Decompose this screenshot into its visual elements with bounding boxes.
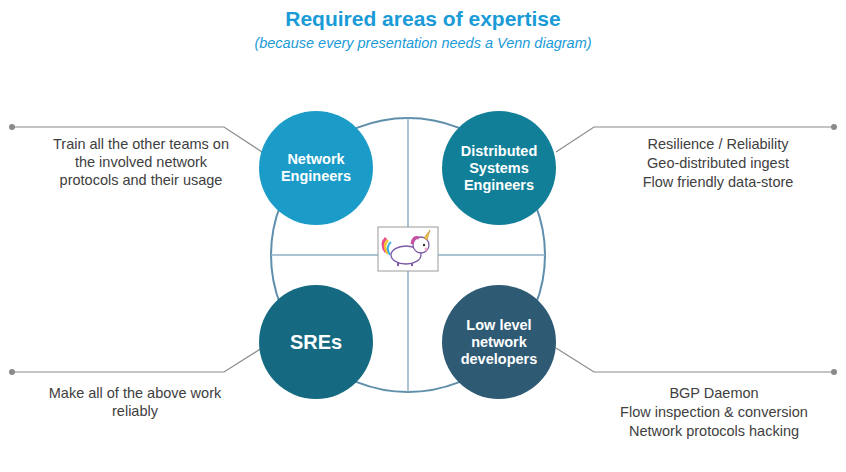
callout-text: Flow friendly data-store [610,173,826,191]
callout-text: Geo-distributed ingest [610,154,826,172]
callout-text: Flow inspection & conversion [596,403,832,421]
circle-label: SREs [290,334,342,351]
expertise-circle: Distributed Systems Engineers [442,111,556,225]
expertise-circle: SREs [259,285,373,399]
expertise-circle: Network Engineers [259,111,373,225]
leader-line [12,127,834,372]
title: Required areas of expertise [0,6,846,32]
circle-label: Distributed Systems Engineers [455,143,543,194]
circle-label: Low level network developers [455,317,543,368]
callout-text: Network protocols hacking [596,422,832,440]
circle-label: Network Engineers [272,151,360,185]
expertise-circle: Low level network developers [442,285,556,399]
callout-text: Train all the other teams on the involve… [52,135,230,189]
subtitle: (because every presentation needs a Venn… [0,34,846,52]
callout-text: BGP Daemon [596,384,832,402]
callout-text: Resilience / Reliability [610,135,826,153]
callout-text: Make all of the above work reliably [40,384,230,420]
leader-dot [9,124,837,375]
unicorn-icon [378,227,438,271]
